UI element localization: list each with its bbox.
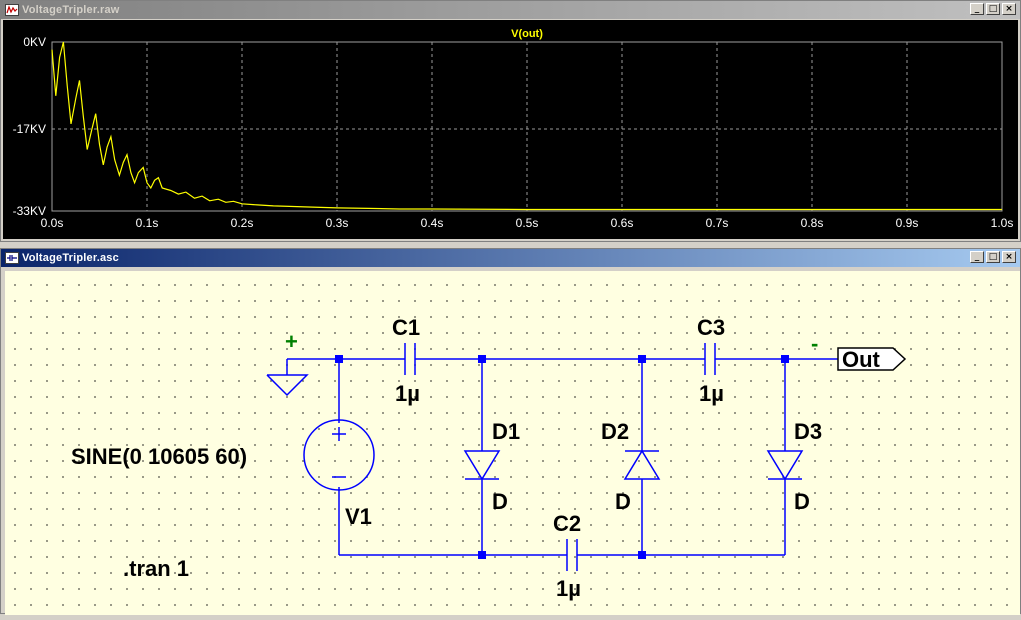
junction-dot bbox=[781, 355, 789, 363]
d1-value-label[interactable]: D bbox=[492, 489, 508, 514]
junctions bbox=[335, 355, 789, 559]
x-tick-label: 1.0s bbox=[991, 216, 1014, 230]
y-tick-label: -33KV bbox=[13, 204, 46, 218]
junction-dot bbox=[478, 355, 486, 363]
minimize-button[interactable]: _ bbox=[970, 251, 984, 263]
junction-dot bbox=[478, 551, 486, 559]
x-tick-label: 0.3s bbox=[326, 216, 349, 230]
close-button[interactable]: × bbox=[1002, 3, 1016, 15]
d3-value-label[interactable]: D bbox=[794, 489, 810, 514]
waveform-app-icon bbox=[5, 4, 19, 16]
x-tick-label: 0.9s bbox=[896, 216, 919, 230]
capacitor-c3[interactable] bbox=[704, 343, 716, 375]
maximize-button[interactable]: □ bbox=[986, 251, 1000, 263]
wires[interactable] bbox=[286, 358, 838, 556]
series-line-vout[interactable] bbox=[51, 41, 1002, 211]
c3-name-label[interactable]: C3 bbox=[697, 315, 725, 340]
waveform-titlebar[interactable]: VoltageTripler.raw _ □ × bbox=[1, 1, 1020, 19]
junction-dot bbox=[335, 355, 343, 363]
voltage-source-v1[interactable] bbox=[303, 419, 375, 491]
x-tick-label: 0.5s bbox=[516, 216, 539, 230]
waveform-chart[interactable]: 0.0s 0.1s 0.2s 0.3s 0.4s 0.5s 0.6s 0.7s 0.8s 0.9s… bbox=[3, 20, 1018, 239]
trace-name-label[interactable]: V(out) bbox=[511, 28, 543, 40]
schematic-window-title: VoltageTripler.asc bbox=[22, 252, 119, 264]
diode-d3[interactable] bbox=[766, 450, 804, 481]
y-tick-label: -17KV bbox=[13, 122, 46, 136]
x-tick-label: 0.0s bbox=[41, 216, 64, 230]
output-port[interactable]: Out bbox=[837, 347, 907, 372]
d3-name-label[interactable]: D3 bbox=[794, 419, 822, 444]
minus-marker: - bbox=[811, 331, 818, 356]
schematic-window[interactable]: VoltageTripler.asc _ □ × bbox=[0, 248, 1021, 615]
junction-dot bbox=[638, 355, 646, 363]
schematic-canvas[interactable]: Out + - C1 1µ C3 1µ C2 1µ D1 D D2 D D3 D… bbox=[5, 271, 1020, 615]
capacitor-c1[interactable] bbox=[404, 343, 416, 375]
close-button[interactable]: × bbox=[1002, 251, 1016, 263]
capacitor-c2[interactable] bbox=[566, 539, 578, 571]
v1-name-label[interactable]: V1 bbox=[345, 504, 372, 529]
x-tick-label: 0.8s bbox=[801, 216, 824, 230]
x-tick-label: 0.1s bbox=[136, 216, 159, 230]
schematic-window-controls: _ □ × bbox=[968, 251, 1016, 263]
minimize-button[interactable]: _ bbox=[970, 3, 984, 15]
x-tick-label: 0.7s bbox=[706, 216, 729, 230]
c3-value-label[interactable]: 1µ bbox=[699, 381, 724, 406]
output-port-label: Out bbox=[842, 347, 881, 372]
spice-directive[interactable]: .tran 1 bbox=[123, 556, 189, 581]
x-tick-label: 0.4s bbox=[421, 216, 444, 230]
d1-name-label[interactable]: D1 bbox=[492, 419, 520, 444]
waveform-window-title: VoltageTripler.raw bbox=[22, 4, 120, 16]
x-tick-label: 0.2s bbox=[231, 216, 254, 230]
d2-value-label[interactable]: D bbox=[615, 489, 631, 514]
v1-value-label[interactable]: SINE(0 10605 60) bbox=[71, 444, 247, 469]
x-tick-label: 0.6s bbox=[611, 216, 634, 230]
y-tick-label: 0KV bbox=[23, 35, 46, 49]
schematic-drawing[interactable]: Out + - C1 1µ C3 1µ C2 1µ D1 D D2 D D3 D… bbox=[5, 271, 1020, 615]
schematic-titlebar[interactable]: VoltageTripler.asc _ □ × bbox=[1, 249, 1020, 267]
plot-pane[interactable]: 0.0s 0.1s 0.2s 0.3s 0.4s 0.5s 0.6s 0.7s 0.8s 0.9s… bbox=[3, 20, 1018, 239]
d2-name-label[interactable]: D2 bbox=[601, 419, 629, 444]
c1-value-label[interactable]: 1µ bbox=[395, 381, 420, 406]
waveform-window[interactable]: VoltageTripler.raw _ □ × 0.0s 0.1s 0.2s 0.3… bbox=[0, 0, 1021, 242]
c2-value-label[interactable]: 1µ bbox=[556, 576, 581, 601]
maximize-button[interactable]: □ bbox=[986, 3, 1000, 15]
ground-symbol[interactable] bbox=[266, 374, 309, 397]
junction-dot bbox=[638, 551, 646, 559]
schematic-app-icon bbox=[5, 252, 19, 264]
diode-d2[interactable] bbox=[623, 449, 661, 480]
plus-marker: + bbox=[285, 329, 298, 354]
diode-d1[interactable] bbox=[463, 450, 501, 481]
c1-name-label[interactable]: C1 bbox=[392, 315, 420, 340]
waveform-window-controls: _ □ × bbox=[968, 3, 1016, 15]
c2-name-label[interactable]: C2 bbox=[553, 511, 581, 536]
